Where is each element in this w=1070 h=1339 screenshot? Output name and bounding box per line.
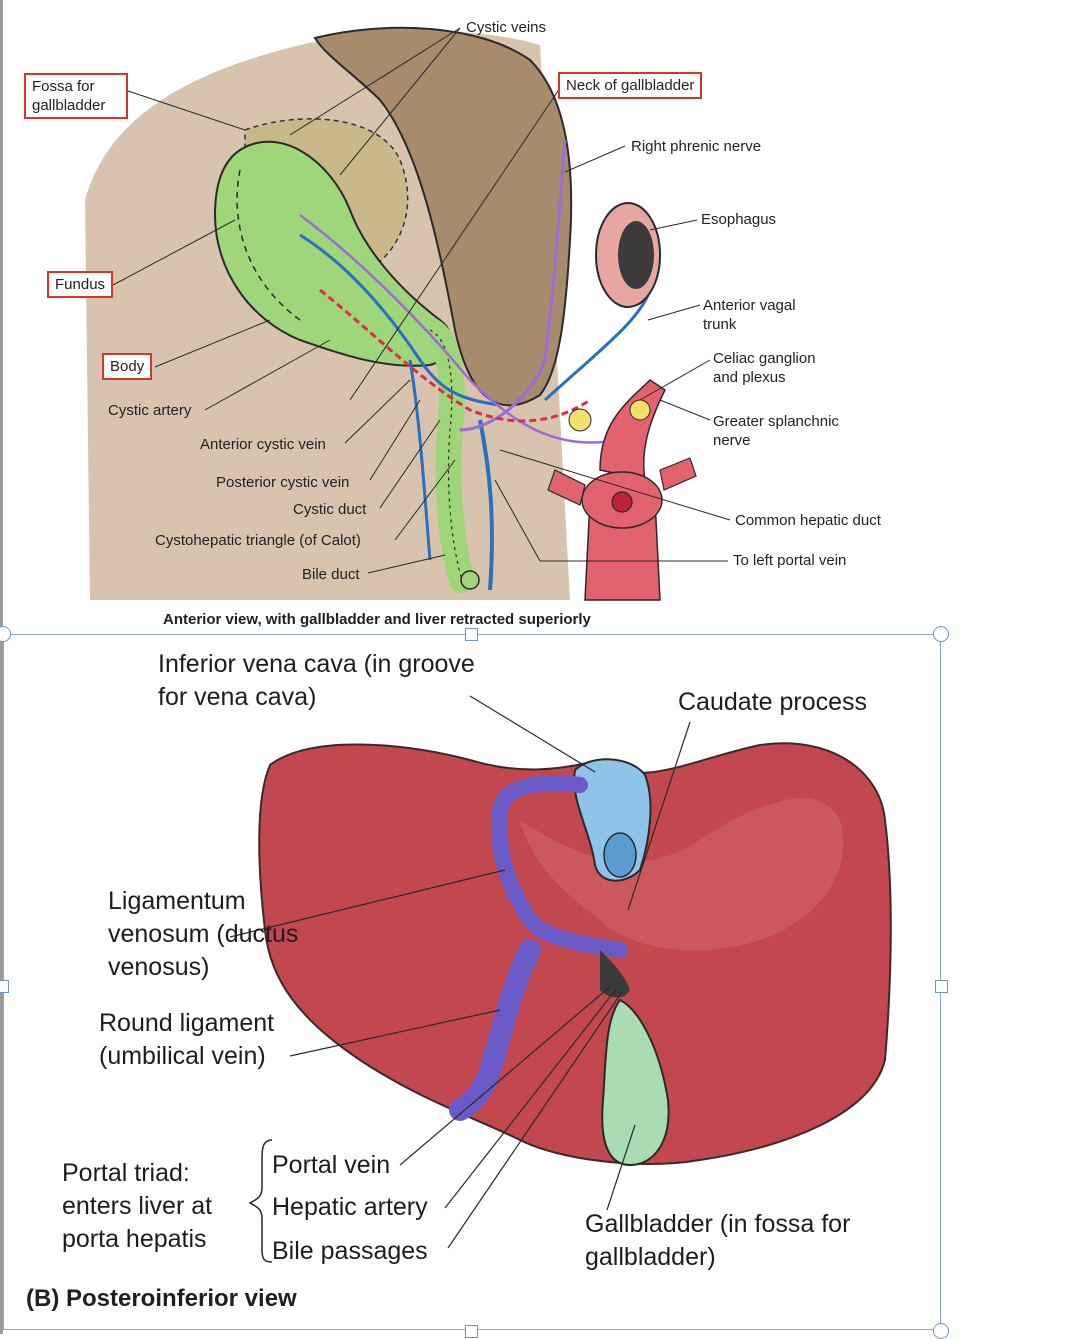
resize-handle-top-right[interactable] (933, 626, 949, 642)
label-right-phrenic-nerve: Right phrenic nerve (631, 138, 762, 155)
label-cystic-duct: Cystic duct (293, 501, 367, 518)
gallbladder-b (601, 998, 670, 1167)
label-common-hepatic-duct: Common hepatic duct (735, 512, 881, 529)
label-gallbladder-fossa: Gallbladder (in fossa for gallbladder) (585, 1210, 851, 1271)
resize-handle-top-center[interactable] (465, 628, 478, 641)
label-portal-triad: Portal triad: enters liver at porta hepa… (62, 1159, 213, 1253)
gallbladder-dashed-edge (236, 169, 301, 321)
resize-handle-middle-right[interactable] (935, 980, 948, 993)
label-caudate-process: Caudate process (678, 688, 868, 716)
celiac-ganglion-right (629, 399, 651, 421)
gallbladder-nerve (299, 214, 621, 444)
aorta-lumen (611, 491, 633, 513)
triad-brace (248, 1139, 273, 1263)
phrenic-nerve (459, 139, 567, 432)
panel-b-caption: (B) Posteroinferior view (26, 1285, 297, 1312)
bile-duct-end (460, 570, 480, 590)
label-neck-gallbladder: Neck of gallbladder (558, 72, 703, 99)
resize-handle-middle-left[interactable] (0, 980, 9, 993)
caudate-lobe-shade (520, 798, 844, 951)
renal-branch-left (547, 469, 586, 506)
cystic-veins (299, 233, 501, 407)
bile-duct-outline (429, 329, 463, 581)
label-inferior-vena-cava: Inferior vena cava (in groove for vena c… (158, 650, 475, 711)
label-bile-duct: Bile duct (302, 566, 360, 583)
esophagus-lumen (618, 221, 654, 289)
panel-b-leaders (229, 695, 691, 1249)
panel-a-leaders (109, 27, 731, 574)
posterior-vein (408, 359, 432, 561)
gallbladder (213, 140, 452, 367)
label-anterior-cystic-vein: Anterior cystic vein (200, 436, 326, 453)
panel-b-drawing (229, 695, 892, 1263)
label-anterior-vagal-trunk: Anterior vagal trunk (703, 297, 796, 333)
label-body: Body (102, 353, 153, 380)
celiac-ganglion-left (568, 408, 592, 432)
label-ligamentum-venosum: Ligamentum venosum (ductus venosus) (108, 887, 299, 981)
label-portal-vein: Portal vein (272, 1151, 391, 1179)
window-edge (0, 0, 3, 1334)
resize-handle-top-left[interactable] (0, 626, 11, 642)
label-fossa-gallbladder: Fossa for gallbladder (24, 73, 128, 119)
label-cystic-artery: Cystic artery (108, 402, 192, 419)
label-esophagus: Esophagus (701, 211, 777, 228)
label-celiac-ganglion: Celiac ganglion and plexus (713, 350, 816, 386)
portal-vein-branch (478, 419, 494, 591)
cystic-artery (319, 288, 591, 423)
label-cystic-veins: Cystic veins (466, 19, 547, 36)
label-hepatic-artery: Hepatic artery (272, 1193, 428, 1221)
round-ligament (449, 939, 541, 1121)
resize-handle-bottom-center[interactable] (465, 1325, 478, 1338)
portal-triad (600, 950, 630, 998)
resize-handle-bottom-right[interactable] (933, 1323, 949, 1339)
panel-a-caption: Anterior view, with gallbladder and live… (163, 611, 591, 628)
label-to-left-portal-vein: To left portal vein (733, 552, 847, 569)
label-round-ligament: Round ligament (umbilical vein) (99, 1009, 275, 1070)
renal-branch-right (659, 457, 697, 491)
label-cystohepatic-triangle: Cystohepatic triangle (of Calot) (155, 532, 361, 549)
label-greater-splanchnic-nerve: Greater splanchnic nerve (713, 413, 839, 449)
liver-retracted-lobe (313, 26, 573, 407)
ligamentum-venosum (491, 775, 628, 958)
ivc-lumen (603, 832, 637, 878)
celiac-trunk (599, 379, 666, 481)
label-posterior-cystic-vein: Posterior cystic vein (216, 474, 350, 491)
panel-a-drawing (85, 26, 731, 601)
label-bile-passages: Bile passages (272, 1237, 428, 1265)
label-fundus: Fundus (47, 271, 114, 298)
